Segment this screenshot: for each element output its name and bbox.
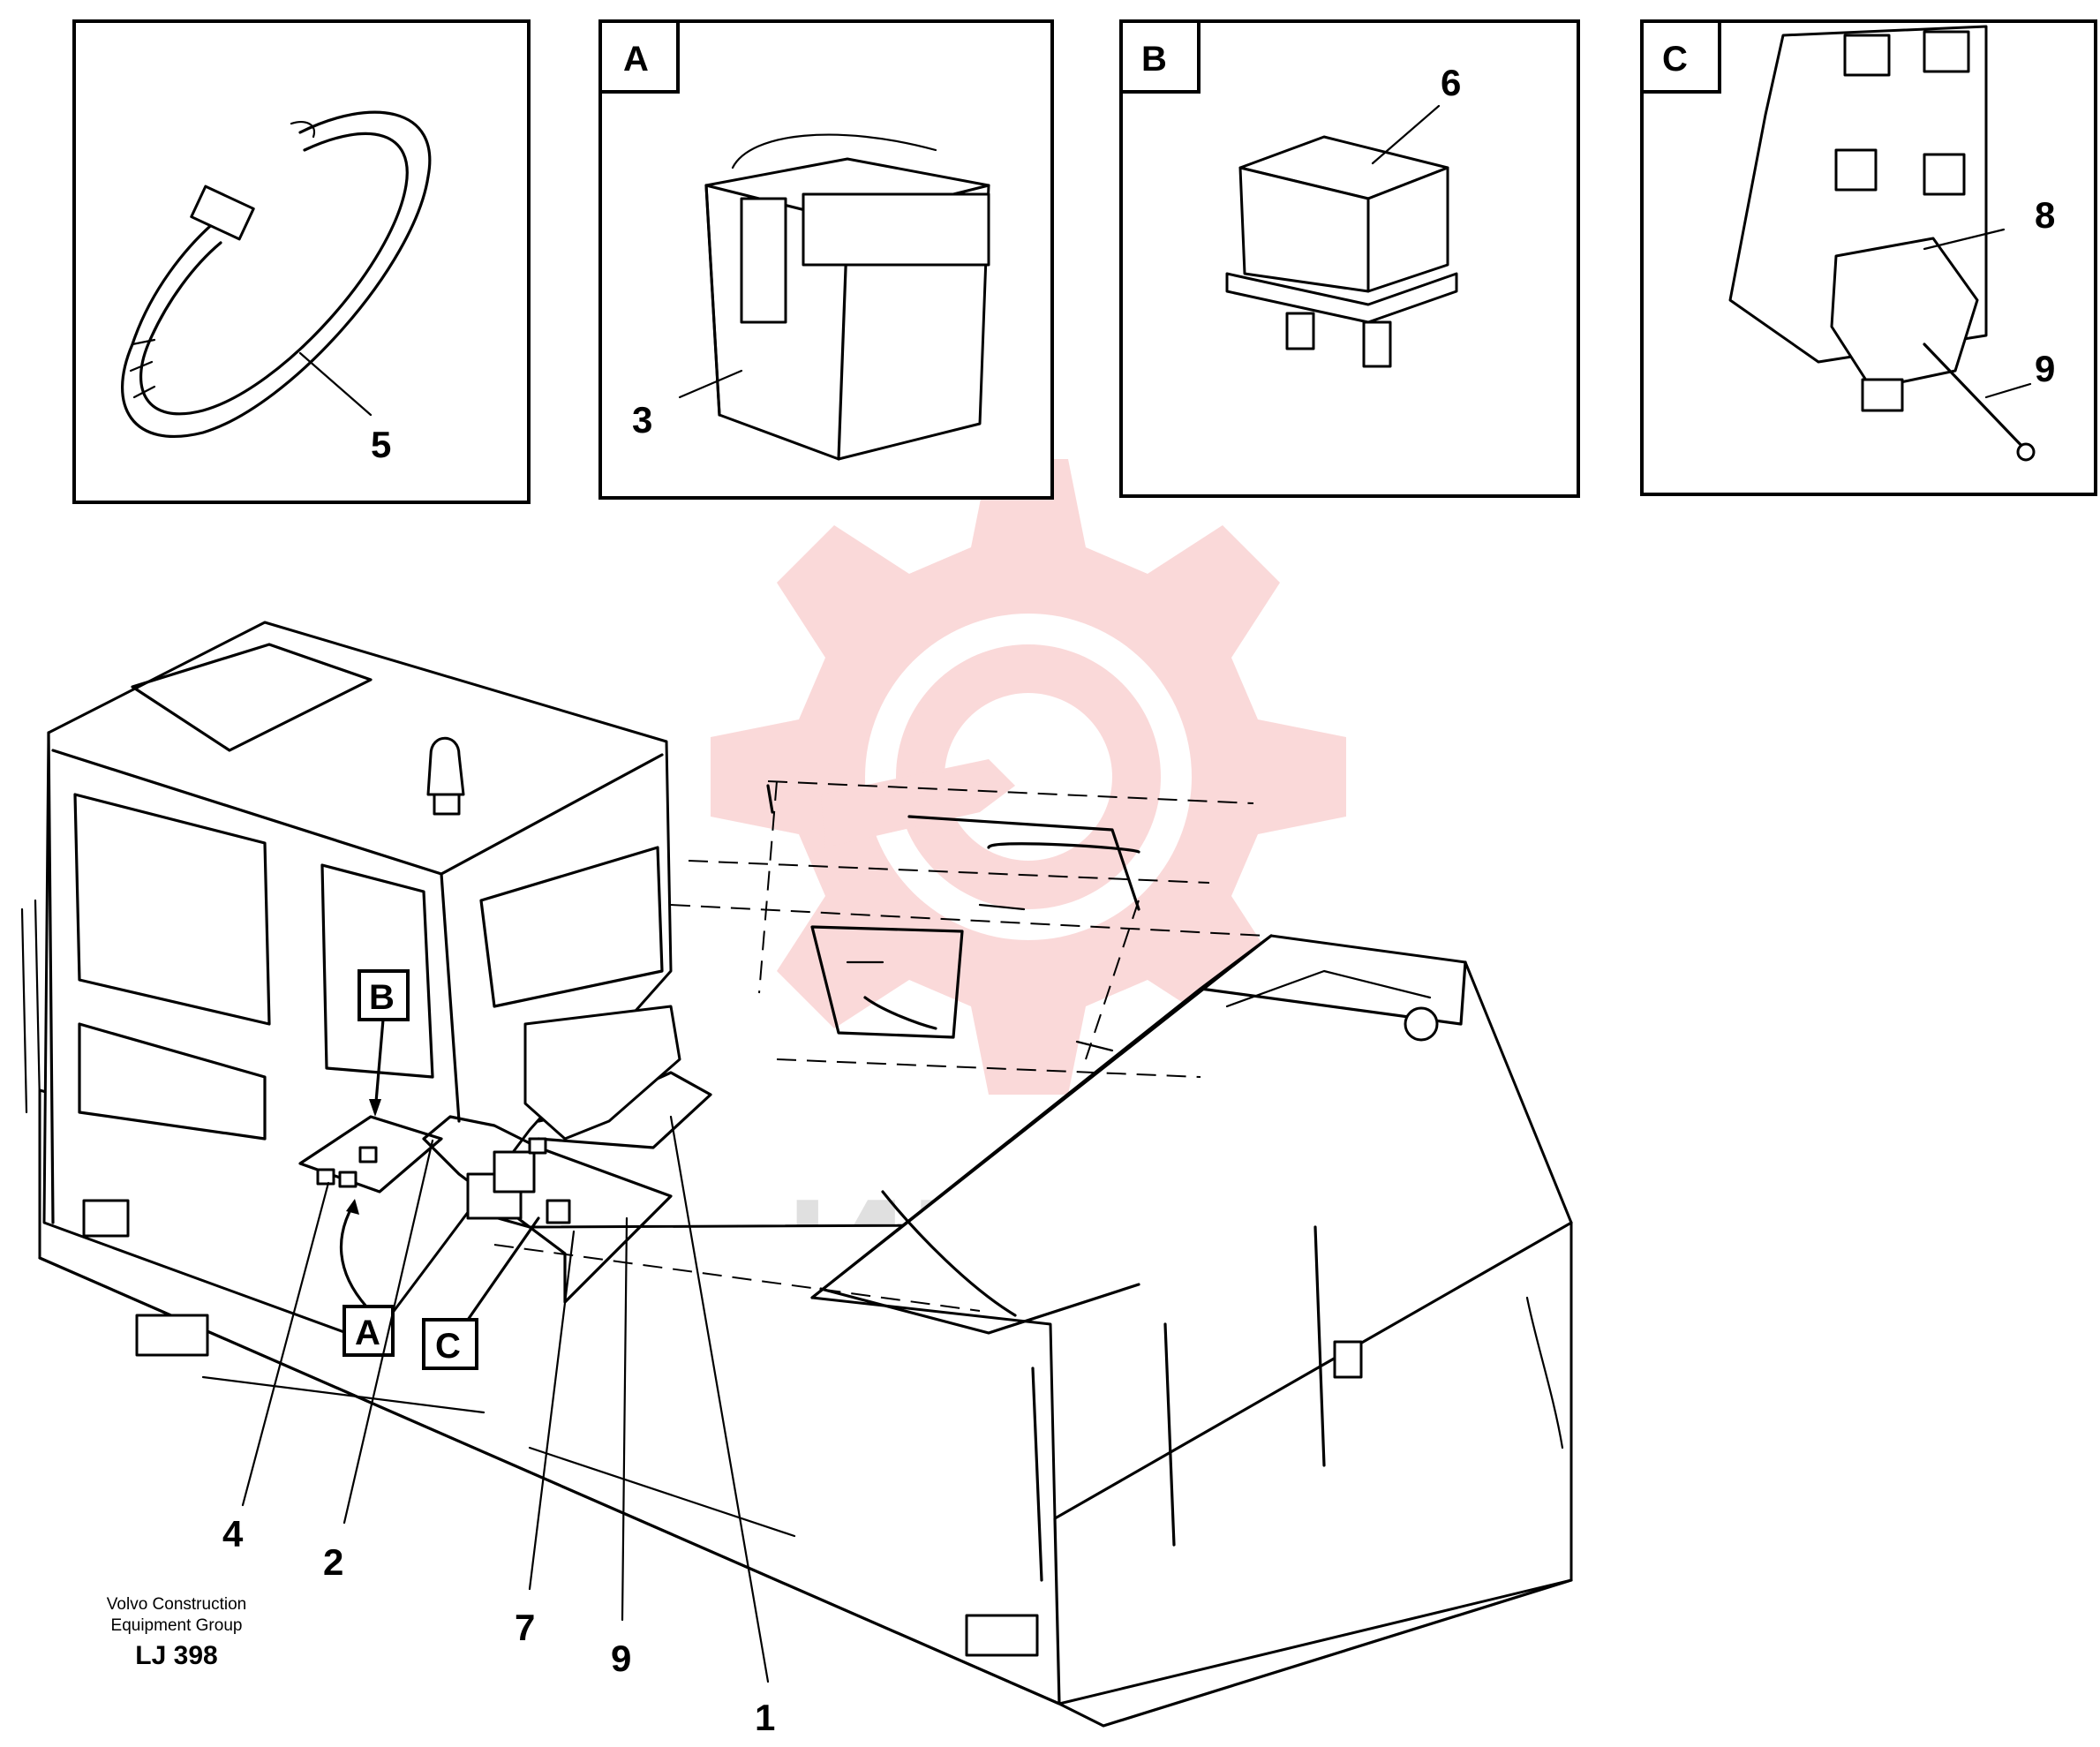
leader-3 [678,369,743,399]
callout-9-detail: 9 [2035,348,2055,389]
credit-line-2: Equipment Group [110,1616,243,1635]
arrow-B [373,1018,385,1114]
leader-9-detail [1984,382,2032,399]
leader-8 [1923,228,2006,251]
box-letter-C: C [1662,40,1688,79]
detail-box-B: B 6 [1119,19,1580,498]
arrow-C [466,1216,540,1322]
leader-1 [669,1115,770,1683]
solenoid-illustration [1728,25,2036,462]
box-letter-A: A [623,40,649,79]
detail-ref-A-frame [342,1305,395,1357]
callout-7: 7 [515,1607,535,1648]
machine-main-view: B A C 4 2 7 9 1 [20,621,1573,1738]
leader-4 [241,1181,330,1507]
publisher-credit: Volvo Construction Equipment Group LJ 39… [53,1594,300,1670]
callout-2: 2 [323,1541,343,1583]
cable-tie-illustration [121,110,432,438]
callout-6: 6 [1441,62,1461,103]
box-letter-frame [598,19,680,94]
callout-3: 3 [632,399,652,441]
detail-ref-C-frame [422,1318,478,1370]
leader-9 [621,1216,628,1622]
detail-box-C: C 8 9 [1640,19,2097,496]
cab-roof-hatch [131,643,373,752]
relay-illustration [1225,135,1458,368]
beacon-light [426,736,465,816]
credit-line-1: Volvo Construction [106,1595,247,1614]
drawing-code: LJ 398 [135,1641,218,1670]
leader-5 [298,351,373,417]
fuse-holder-illustration [704,133,990,461]
leader-7 [528,1230,576,1591]
detail-box-cable-tie: 5 [72,19,531,504]
callout-4: 4 [222,1513,244,1555]
callout-9: 9 [611,1638,631,1679]
callout-5: 5 [371,424,391,465]
callout-1: 1 [755,1697,775,1738]
detail-ref-A: A [355,1314,380,1352]
callout-8: 8 [2035,194,2055,236]
detail-ref-C: C [435,1327,461,1366]
detail-ref-B: B [369,978,395,1017]
arrow-A [339,1203,368,1308]
leader-6 [1371,104,1441,165]
fuse-box-main [523,1005,681,1141]
box-letter-B: B [1141,40,1167,79]
detail-box-A: A 3 [598,19,1054,500]
leader-2 [342,1139,434,1525]
watermark-gear-logo [711,459,1346,1095]
